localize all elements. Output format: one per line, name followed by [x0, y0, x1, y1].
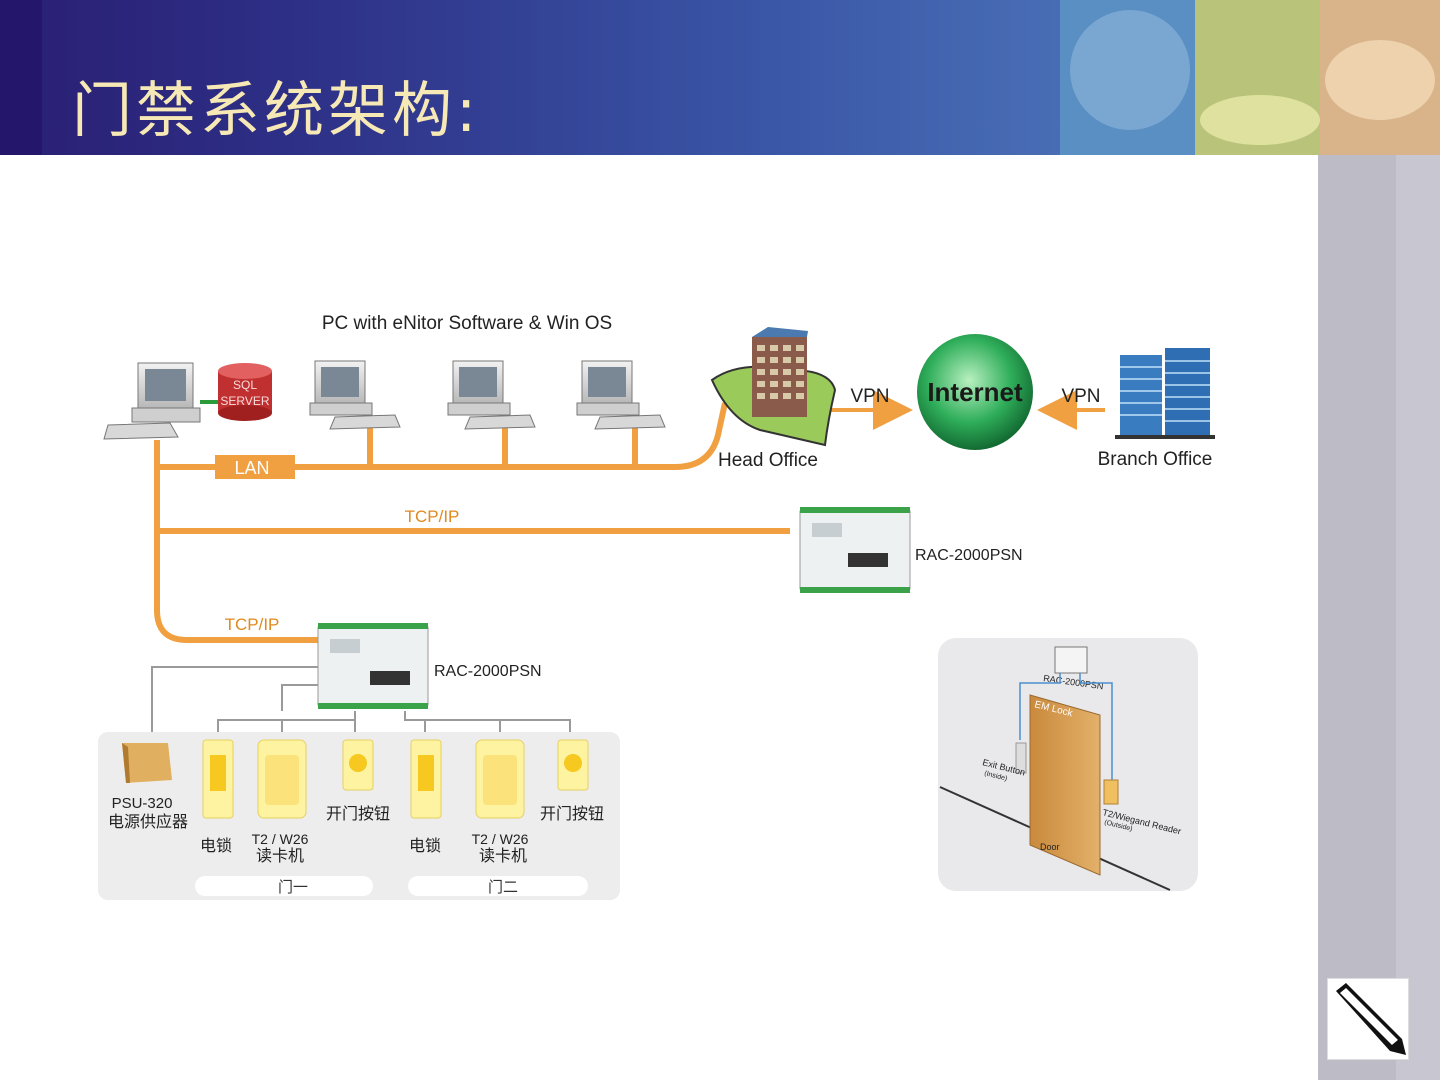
header-accent-bar [0, 0, 42, 155]
tcpip-label-top: TCP/IP [405, 507, 460, 526]
edit-button[interactable] [1327, 978, 1409, 1060]
vpn-label-right: VPN [1061, 386, 1100, 407]
exit-button-icon [557, 739, 589, 791]
pc-workstation-icon [447, 360, 536, 430]
inset-controller-icon [1054, 646, 1088, 674]
inset-door-label: Door [1040, 842, 1060, 852]
pc-server-icon [103, 362, 201, 440]
pc-caption: PC with eNitor Software & Win OS [322, 313, 612, 334]
card-reader-icon [475, 739, 525, 819]
branch-office-building-icon [1115, 348, 1215, 439]
door1-label-pill [195, 876, 373, 896]
power-supply-icon [122, 743, 172, 783]
head-office-building-icon [710, 327, 837, 447]
access-control-architecture-diagram: LAN TCP/IP TCP/IP PC with eNitor Softwar… [0, 155, 1318, 1080]
lan-label: LAN [234, 458, 269, 478]
electric-lock-icon [410, 739, 442, 819]
door2-reader-name: 读卡机 [479, 847, 527, 865]
sql-server-icon [218, 363, 272, 421]
slide-title: 门禁系统架构: [72, 76, 481, 146]
door1-label: 门一 [278, 879, 308, 896]
door2-button-label: 开门按钮 [540, 805, 604, 823]
door1-button-label: 开门按钮 [326, 805, 390, 823]
vpn-label-left: VPN [850, 386, 889, 407]
controller-label-2: RAC-2000PSN [434, 663, 542, 680]
psu-model-label: PSU-320 [112, 795, 173, 812]
sql-label: SQL [233, 378, 257, 392]
door1-reader-name: 读卡机 [256, 847, 304, 865]
inset-door-icon [1029, 694, 1101, 876]
door2-label: 门二 [488, 879, 518, 896]
pc-workstation-icon [309, 360, 401, 430]
right-sidebar-band-inner [1396, 155, 1440, 1080]
door1-reader-model: T2 / W26 [252, 831, 309, 847]
psu-name-label: 电源供应器 [108, 812, 188, 831]
inset-exit-button-icon [1015, 742, 1027, 774]
door2-lock-label: 电锁 [409, 837, 441, 855]
branch-office-label: Branch Office [1098, 449, 1213, 470]
pc-workstation-icon [576, 360, 666, 430]
tcpip-label-bottom: TCP/IP [225, 615, 280, 634]
slide-header: 门禁系统架构: [0, 0, 1440, 155]
lan-label-box [215, 455, 295, 479]
door2-reader-model: T2 / W26 [472, 831, 529, 847]
internet-label: Internet [927, 377, 1023, 407]
header-decorative-photo [1060, 0, 1440, 155]
card-reader-icon [257, 739, 307, 819]
internet-globe-icon [917, 334, 1033, 450]
door1-lock-label: 电锁 [200, 837, 232, 855]
pencil-icon [1336, 983, 1406, 1055]
door2-label-pill [408, 876, 588, 896]
inset-reader-icon [1103, 779, 1119, 805]
controller-label-1: RAC-2000PSN [915, 547, 1023, 564]
head-office-label: Head Office [718, 450, 818, 471]
controller-board-icon [317, 623, 429, 709]
controller-board-icon [799, 507, 911, 593]
exit-button-icon [342, 739, 374, 791]
server-label: SERVER [220, 394, 269, 408]
network-lines [154, 390, 1105, 643]
electric-lock-icon [202, 739, 234, 819]
